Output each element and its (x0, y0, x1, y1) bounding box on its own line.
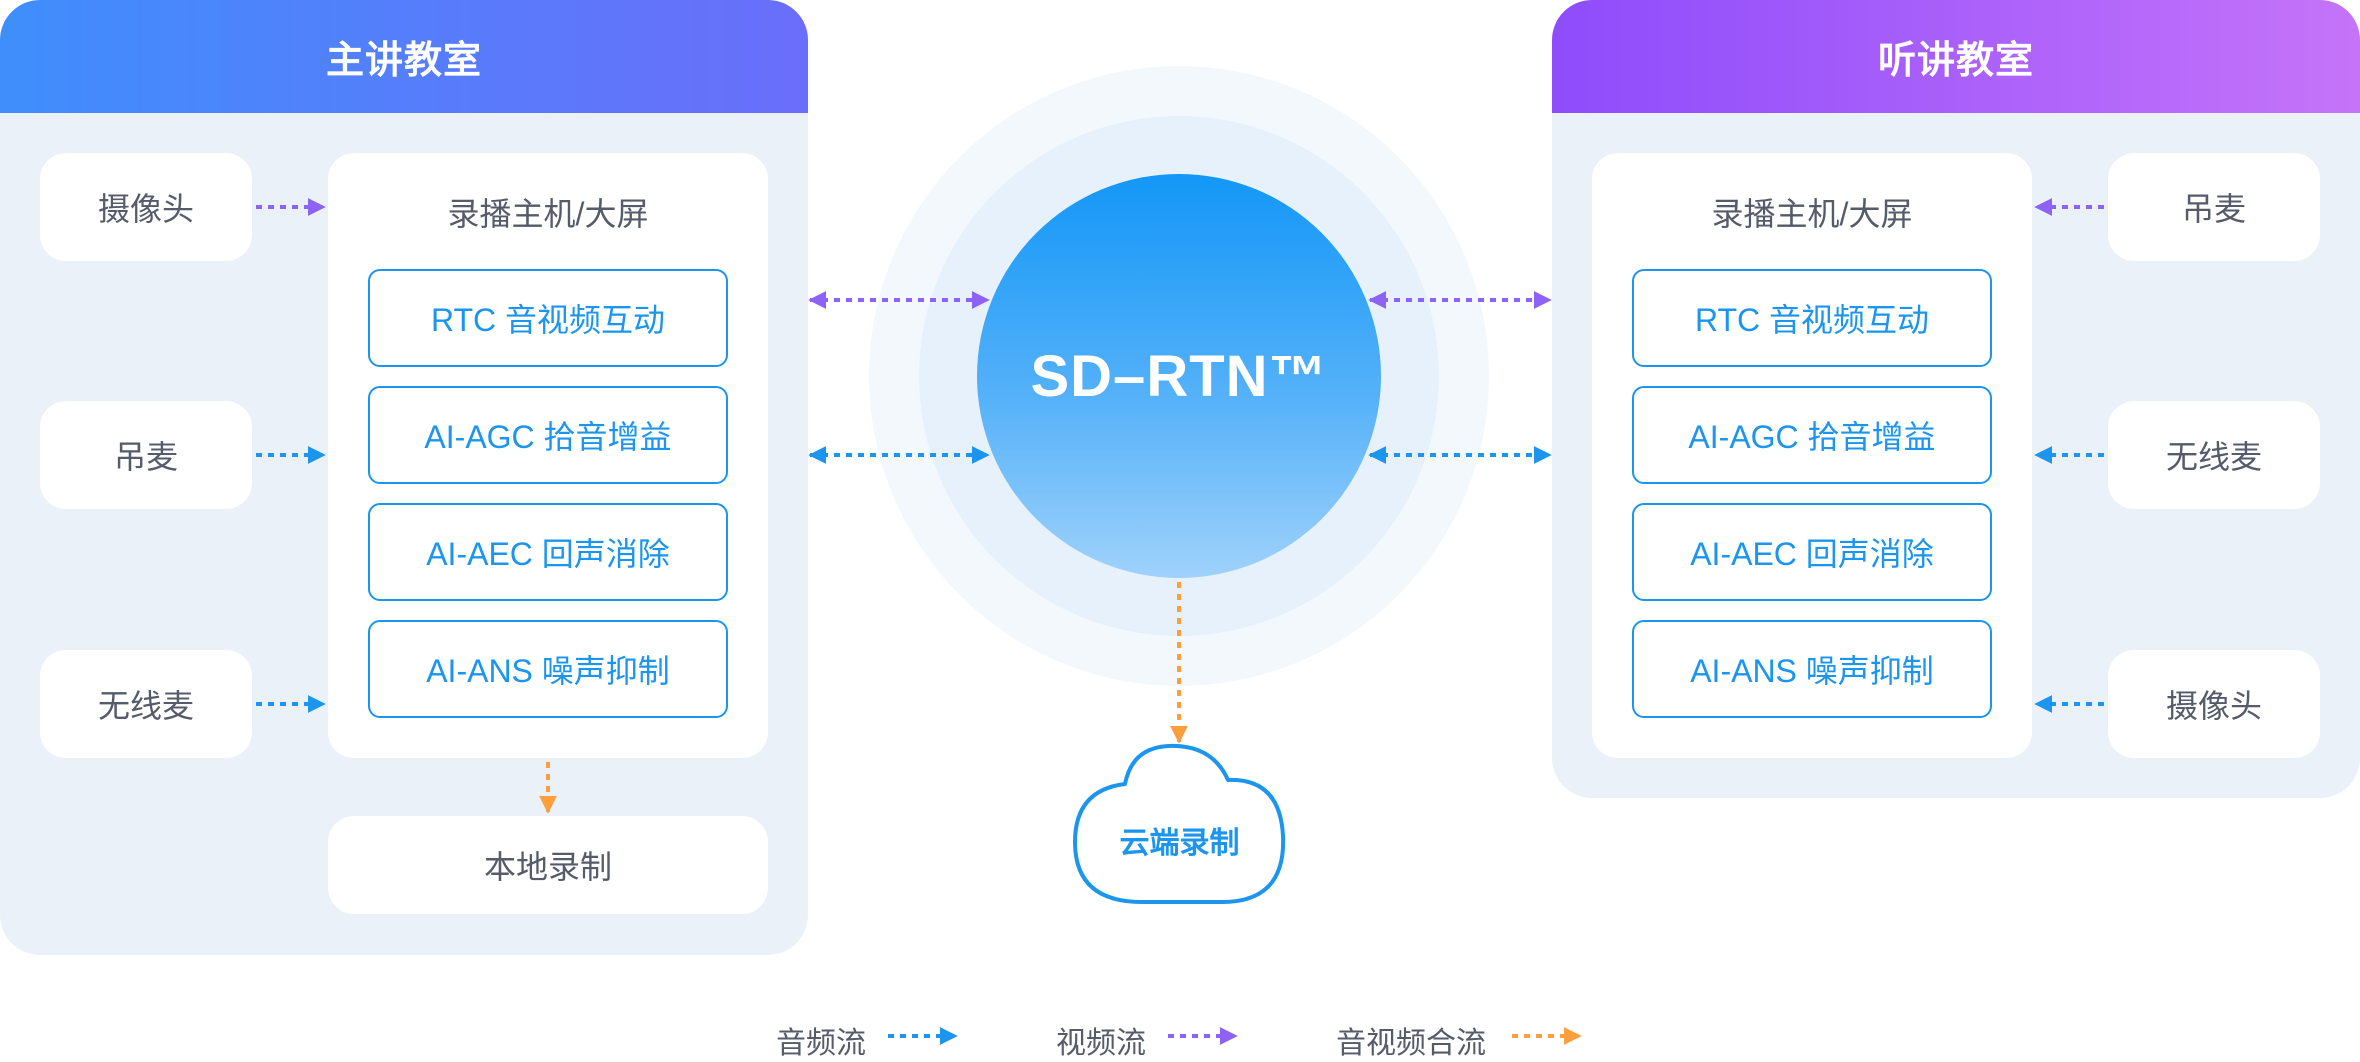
right-feature-ans: AI-ANS 噪声抑制 (1632, 620, 1992, 718)
sdrtn-network-node: SD–RTN™ (977, 174, 1381, 578)
left-host-title: 录播主机/大屏 (447, 196, 649, 232)
left-feature-ans: AI-ANS 噪声抑制 (368, 620, 728, 718)
left-camera-box: 摄像头 (40, 153, 252, 261)
local-record-box: 本地录制 (328, 816, 768, 914)
left-hanging-mic-box: 吊麦 (40, 401, 252, 509)
right-feature-agc: AI-AGC 拾音增益 (1632, 386, 1992, 484)
right-wireless-mic-box: 无线麦 (2108, 401, 2320, 509)
lecture-room-panel: 主讲教室 摄像头 吊麦 无线麦 录播主机/大屏 RTC 音视频互动 AI-AGC… (0, 0, 808, 955)
right-host-box: 录播主机/大屏 RTC 音视频互动 AI-AGC 拾音增益 AI-AEC 回声消… (1592, 153, 2032, 758)
listening-room-panel: 听讲教室 录播主机/大屏 RTC 音视频互动 AI-AGC 拾音增益 AI-AE… (1552, 0, 2360, 798)
listening-room-title: 听讲教室 (1552, 0, 2360, 113)
left-feature-aec: AI-AEC 回声消除 (368, 503, 728, 601)
cloud-icon (1073, 743, 1286, 904)
left-host-box: 录播主机/大屏 RTC 音视频互动 AI-AGC 拾音增益 AI-AEC 回声消… (328, 153, 768, 758)
left-wireless-mic-box: 无线麦 (40, 650, 252, 758)
legend-mixed-label: 音视频合流 (1336, 1027, 1486, 1060)
cloud-record-label: 云端录制 (1119, 827, 1240, 860)
right-feature-aec: AI-AEC 回声消除 (1632, 503, 1992, 601)
lecture-room-title: 主讲教室 (0, 0, 808, 113)
left-feature-rtc: RTC 音视频互动 (368, 269, 728, 367)
left-feature-agc: AI-AGC 拾音增益 (368, 386, 728, 484)
right-camera-box: 摄像头 (2108, 650, 2320, 758)
right-host-title: 录播主机/大屏 (1711, 196, 1913, 232)
right-feature-rtc: RTC 音视频互动 (1632, 269, 1992, 367)
legend-audio-label: 音频流 (776, 1027, 866, 1060)
right-hanging-mic-box: 吊麦 (2108, 153, 2320, 261)
legend-video-label: 视频流 (1056, 1027, 1146, 1060)
